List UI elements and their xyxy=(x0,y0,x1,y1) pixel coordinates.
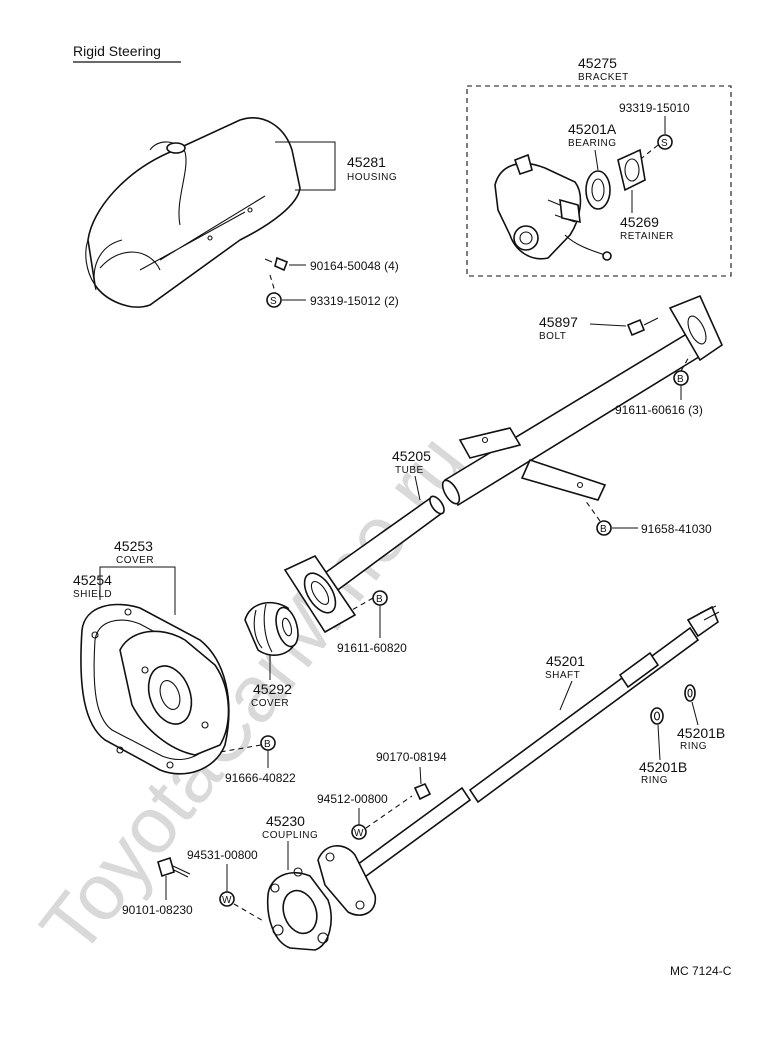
tube-name: TUBE xyxy=(395,465,424,476)
bolt-name: BOLT xyxy=(539,331,566,342)
bolt-number: 45897 xyxy=(539,314,578,330)
nut-shaft-label: 90170-08194 xyxy=(376,750,447,764)
bearing-number: 45201A xyxy=(568,121,617,137)
nut-shaft-leader xyxy=(419,766,422,785)
ring-2-name: RING xyxy=(641,775,668,786)
shaft-washer-dash xyxy=(365,795,413,829)
bracket-number: 45275 xyxy=(578,55,617,71)
tube-leader xyxy=(414,475,421,501)
screw-housing-drawing xyxy=(264,256,289,272)
tube-number: 45205 xyxy=(392,448,431,464)
housing-leader xyxy=(275,141,336,191)
tube-upper-drawing xyxy=(441,294,724,507)
bracket-drawing xyxy=(494,153,612,261)
bolt-flange-label: 91611-60820 xyxy=(337,641,407,655)
tube-top-dash xyxy=(680,354,691,372)
coupling-drawing xyxy=(266,867,332,951)
cover-big-leader xyxy=(99,566,176,615)
coupling-name: COUPLING xyxy=(262,830,318,841)
bracket-washer-dash xyxy=(641,144,659,159)
ring-1-leader xyxy=(691,701,699,726)
retainer-number: 45269 xyxy=(620,214,659,230)
housing-name: HOUSING xyxy=(347,172,397,183)
shield-name: SHIELD xyxy=(73,589,112,600)
cover-big-drawing xyxy=(119,630,230,756)
retainer-name: RETAINER xyxy=(620,231,674,242)
bolt-leader xyxy=(589,323,627,327)
shield-number: 45254 xyxy=(73,572,112,588)
s-symbol-housing xyxy=(266,292,282,308)
bearing-leader xyxy=(594,149,599,171)
housing-number: 45281 xyxy=(347,154,386,170)
shaft-name: SHAFT xyxy=(545,670,580,681)
washer-housing-label: 93319-15012 (2) xyxy=(310,294,399,308)
s-symbol-text-1: S xyxy=(270,296,277,307)
b-symbol-text-3: B xyxy=(376,594,383,605)
cover-small-name: COVER xyxy=(251,698,289,709)
bearing-drawing xyxy=(585,170,611,210)
washer-bracket-label: 93319-15010 xyxy=(619,101,690,115)
bracket-bolt-dash xyxy=(584,499,601,522)
b-symbol-text-1: B xyxy=(677,374,684,385)
bolt-coupling-label: 90101-08230 xyxy=(122,903,193,917)
ring-1-number: 45201B xyxy=(677,725,725,741)
housing-drawing xyxy=(85,117,301,308)
b-symbol-text-2: B xyxy=(600,524,607,535)
washer-coupling-label: 94531-00800 xyxy=(187,848,258,862)
ring-2-drawing xyxy=(650,707,664,725)
shaft-yoke-drawing xyxy=(317,845,377,916)
w-symbol-text-1: W xyxy=(354,828,364,839)
washer-shaft-label: 94512-00800 xyxy=(317,792,388,806)
ring-2-number: 45201B xyxy=(639,759,687,775)
drawing-code: MC 7124-C xyxy=(670,964,732,978)
ring-1-drawing xyxy=(684,684,696,702)
screw-housing-label: 90164-50048 (4) xyxy=(310,259,399,273)
bolt-tube-top-label: 91611-60616 (3) xyxy=(615,403,703,417)
s-symbol-bracket xyxy=(657,134,673,150)
shaft-leader xyxy=(559,680,573,711)
shaft-upper-drawing xyxy=(468,605,720,804)
cover-bolt-dash xyxy=(219,744,262,753)
coupling-washer-dash xyxy=(233,903,266,923)
retainer-drawing xyxy=(617,148,646,192)
cover-small-drawing xyxy=(244,601,299,656)
bracket-group-box xyxy=(466,85,732,277)
cover-big-number: 45253 xyxy=(114,538,153,554)
housing-fastener-dash xyxy=(269,274,277,296)
bolt-45897-drawing xyxy=(626,317,659,337)
cover-small-number: 45292 xyxy=(253,681,292,697)
shaft-number: 45201 xyxy=(546,653,585,669)
bolt-cover-label: 91666-40822 xyxy=(225,771,296,785)
w-symbol-text-2: W xyxy=(222,895,232,906)
s-symbol-text-2: S xyxy=(661,138,668,149)
flange-bolt-dash xyxy=(351,597,374,611)
tube-lower-drawing xyxy=(283,495,445,634)
bolt-bracket-label: 91658-41030 xyxy=(641,522,712,536)
b-symbol-text-4: B xyxy=(264,739,271,750)
ring-2-leader xyxy=(657,724,661,761)
ring-1-name: RING xyxy=(680,741,707,752)
cover-big-name: COVER xyxy=(116,555,154,566)
coupling-number: 45230 xyxy=(266,813,305,829)
page-title: Rigid Steering xyxy=(73,43,161,59)
bearing-name: BEARING xyxy=(568,138,617,149)
bolt-coupling-drawing xyxy=(157,856,191,878)
nut-shaft-drawing xyxy=(413,782,432,801)
bracket-name: BRACKET xyxy=(578,72,629,83)
b-symbol-bracket xyxy=(596,520,612,536)
